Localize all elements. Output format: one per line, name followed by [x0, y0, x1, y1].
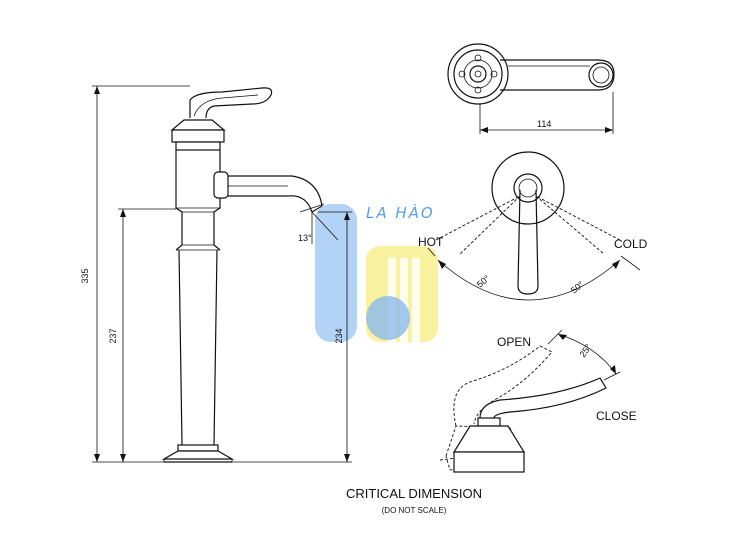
spout-angle-label: 13°	[298, 233, 312, 243]
spout-outlet-height-label: 234	[334, 328, 344, 343]
rotation-view: HOT COLD 50° 50°	[418, 151, 648, 301]
open-label: OPEN	[497, 335, 531, 349]
close-label: CLOSE	[596, 409, 637, 423]
overall-height-label: 335	[80, 268, 90, 283]
cold-angle-label: 50°	[569, 279, 586, 296]
hot-label: HOT	[418, 235, 444, 249]
base-to-spout-label: 237	[108, 328, 118, 343]
handle-reach-label: 114	[537, 119, 551, 129]
lever-travel-label: 25°	[577, 342, 593, 359]
caption-subtitle: (DO NOT SCALE)	[381, 506, 447, 515]
watermark-text: LA HÀO	[366, 203, 435, 222]
front-elevation: 13° 335 237 234	[80, 85, 352, 463]
watermark-logo: LA HÀO	[315, 203, 438, 342]
top-view: 114	[447, 43, 615, 134]
caption-title: CRITICAL DIMENSION	[345, 486, 483, 501]
lever-view: 25° OPEN CLOSE	[439, 329, 637, 473]
cold-label: COLD	[614, 237, 648, 251]
